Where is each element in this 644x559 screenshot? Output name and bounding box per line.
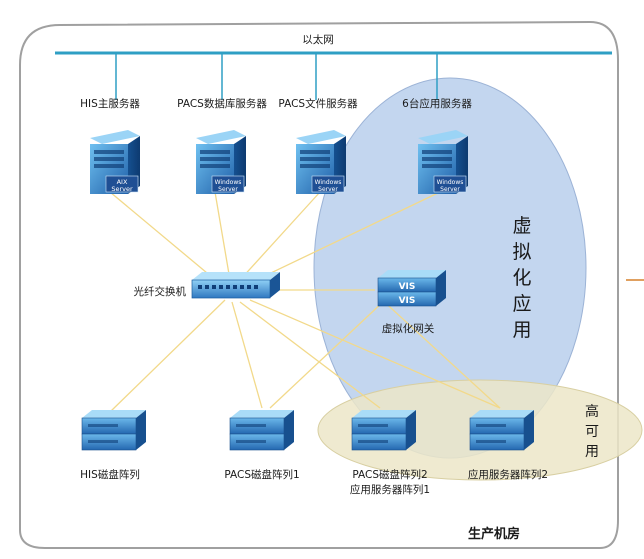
- svg-text:VIS: VIS: [399, 296, 416, 306]
- storage-label-pacs2: PACS磁盘阵列2: [352, 468, 427, 481]
- server-label-app: 6台应用服务器: [402, 97, 472, 110]
- fiber-switch-icon: [191, 272, 280, 299]
- server-label-his: HIS主服务器: [80, 97, 140, 110]
- svg-text:用: 用: [585, 444, 599, 460]
- storage-label-pacs1: PACS磁盘阵列1: [224, 468, 299, 481]
- server-label-pacs-db: PACS数据库服务器: [177, 97, 267, 110]
- gateway-label: 虚拟化网关: [382, 322, 435, 335]
- virtualization-label: 虚 拟 化 应 用: [512, 215, 531, 341]
- ethernet-drops: [115, 53, 438, 100]
- room-frame: [19, 20, 619, 549]
- gateway-icon: VIS VIS: [377, 270, 446, 307]
- svg-text:Server: Server: [440, 186, 460, 193]
- storage-label-app2: 应用服务器阵列2: [468, 468, 548, 481]
- server-icon-app: Windows Server: [417, 129, 469, 195]
- storage-icon-pacs1: [229, 409, 295, 451]
- svg-text:Windows: Windows: [315, 179, 342, 186]
- svg-text:可: 可: [585, 424, 599, 440]
- svg-text:VIS: VIS: [399, 282, 416, 292]
- svg-text:用: 用: [512, 319, 531, 341]
- svg-text:Server: Server: [318, 186, 338, 193]
- storage-icon-pacs2: [351, 409, 417, 451]
- fiber-switch-label: 光纤交换机: [134, 285, 187, 298]
- svg-text:虚: 虚: [512, 215, 531, 237]
- storage-label-app1: 应用服务器阵列1: [350, 483, 430, 496]
- server-label-pacs-file: PACS文件服务器: [278, 97, 358, 110]
- server-icon-pacs-file: Windows Server: [295, 129, 347, 195]
- svg-text:Windows: Windows: [215, 179, 242, 186]
- server-icon-pacs-db: Windows Server: [195, 129, 247, 195]
- high-availability-label: 高 可 用: [585, 403, 599, 460]
- room-label: 生产机房: [468, 526, 520, 542]
- svg-text:Server: Server: [111, 185, 133, 193]
- server-icon-his: AIX Server: [89, 129, 141, 195]
- svg-text:Server: Server: [218, 186, 238, 193]
- svg-text:应: 应: [512, 293, 531, 315]
- svg-text:拟: 拟: [512, 241, 531, 263]
- storage-icon-his: [81, 409, 147, 451]
- storage-icon-app2: [469, 409, 535, 451]
- svg-text:化: 化: [512, 267, 531, 289]
- network-label: 以太网: [302, 33, 334, 46]
- svg-text:AIX: AIX: [117, 178, 128, 186]
- svg-text:Windows: Windows: [437, 179, 464, 186]
- storage-label-his: HIS磁盘阵列: [80, 468, 140, 481]
- svg-text:高: 高: [585, 403, 599, 420]
